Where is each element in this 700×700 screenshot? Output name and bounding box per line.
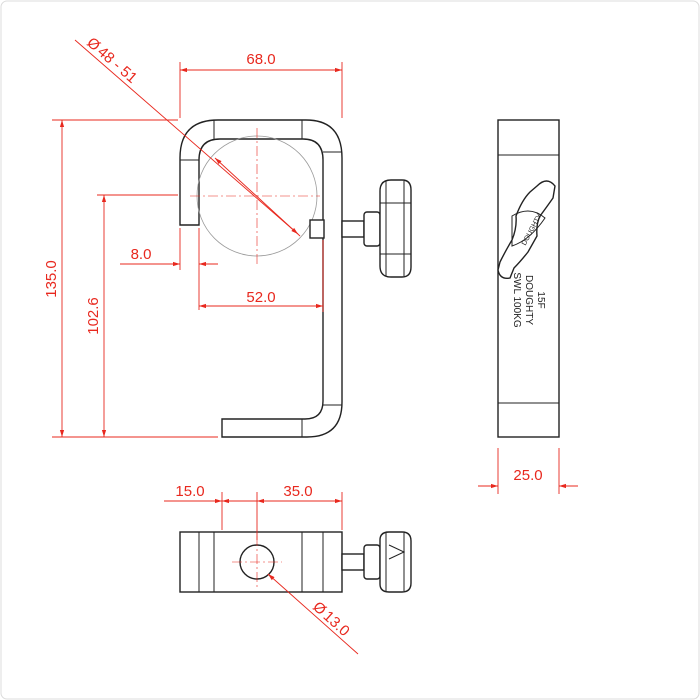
label-line-3: SWL 100KG: [511, 272, 522, 327]
dim-hole-diameter: 13.0: [320, 608, 353, 640]
wing-knob-inner: [511, 210, 546, 247]
dim-bottom-length: 35.0: [283, 483, 312, 500]
side-view: DOUGHTY 15F DOUGHTY SWL 100KG: [497, 119, 560, 438]
leader-diameter-arrow2: [214, 157, 301, 237]
bottom-bolt-collar: [363, 544, 381, 580]
front-view: [179, 119, 412, 438]
label-line-1: 15F: [535, 291, 546, 308]
knob: [379, 179, 412, 278]
label-line-2: DOUGHTY: [523, 275, 534, 325]
bolt-collar: [363, 211, 381, 247]
dim-total-height: 135.0: [43, 260, 60, 298]
bottom-bolt-shaft: [341, 553, 365, 571]
bottom-knob-detail: [388, 544, 406, 560]
dim-side-width: 25.0: [513, 467, 542, 484]
leader-hole: [267, 573, 359, 655]
leader-diameter: [74, 39, 299, 235]
wing-knob: [497, 180, 556, 280]
bolt-shaft: [341, 220, 365, 238]
bottom-view: [179, 531, 412, 593]
bolt-boss: [309, 219, 325, 239]
side-dimensions: 25.0: [478, 448, 578, 494]
dim-inner-height: 102.6: [85, 297, 102, 335]
dim-inner-width: 52.0: [246, 289, 275, 306]
bottom-knob: [379, 531, 412, 593]
dim-bottom-offset: 15.0: [175, 483, 204, 500]
dim-diameter-range: 48 - 51: [94, 43, 140, 86]
dim-lip-width: 8.0: [131, 246, 152, 263]
front-dimensions: 68.0 Ø 48 - 51 135.0 102.6 8.0 52.0: [43, 34, 343, 438]
dim-width-top: 68.0: [246, 51, 275, 68]
